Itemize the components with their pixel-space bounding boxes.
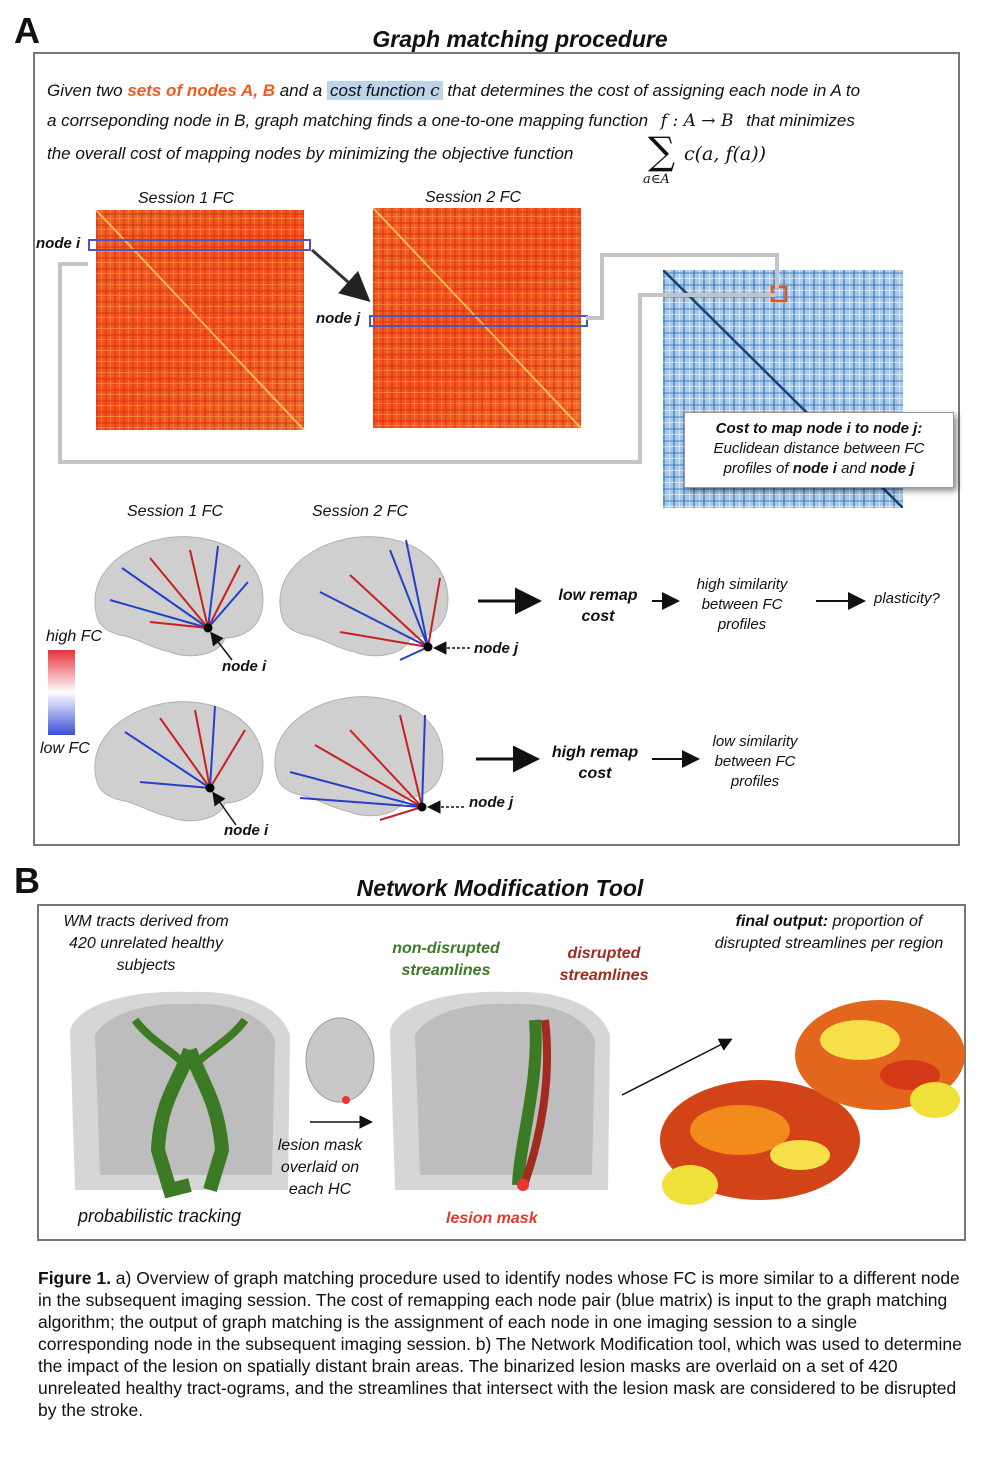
cost-box-line3-pre: profiles of [723,460,793,477]
coronal-slice-lesion [390,991,610,1191]
figure-label: Figure 1. [38,1268,111,1288]
panel-b-letter: B [14,860,40,901]
matrix-connectors [58,248,779,464]
brain-row2-node-j: node j [469,794,514,811]
non-disrupted-streamlines-label: non-disrupted streamlines [392,940,500,979]
final-output-rest: proportion of disrupted streamlines per … [714,913,944,952]
node-j-row-highlight [369,315,588,327]
high-remap-cost-label: high remap cost [551,744,639,782]
cost-definition-box: Cost to map node i to node j: Euclidean … [684,412,954,488]
colorbar-high-label: high FC [46,628,103,645]
intro-l2-pre: a corrseponding node in B, graph matchin… [47,111,649,130]
colorbar-low-label: low FC [40,740,90,757]
low-similarity-label: low similarity between FC profiles [712,733,798,790]
cost-box-node-j: node j [870,460,915,477]
panel-b-illustrations [70,991,965,1205]
cost-box-line3: profiles of node i and node j [689,459,949,479]
brain-row2-session1 [94,701,264,822]
brain-row2-session2 [274,696,444,821]
sets-of-nodes-text: sets of nodes A, B [127,81,275,100]
brain-row1-session2 [279,536,449,661]
sum-subscript: a∈A [643,172,670,187]
cost-function-symbol: c [430,81,440,101]
plasticity-label: plasticity? [874,590,940,607]
intro-line-1: Given two sets of nodes A, B and a cost … [47,75,957,107]
panel-b-title: Network Modification Tool [356,875,644,901]
brain-row2-node-i: node i [224,822,269,839]
brain-row1-session1 [94,536,264,657]
high-similarity-label: high similarity between FC profiles [696,576,788,633]
session-1-fc-matrix [96,210,304,430]
brain-session-2-label: Session 2 FC [312,503,409,520]
cost-box-line2: Euclidean distance between FC [713,440,925,457]
session-1-fc-label: Session 1 FC [138,190,235,207]
node-j-label: node j [316,310,361,327]
panel-a-frame [33,52,960,846]
sum-expression: c(a, f(a)) [684,143,767,165]
probabilistic-tracking-label: probabilistic tracking [78,1206,242,1226]
region-output-brain-front [660,1080,860,1205]
cost-function-text: cost function [329,81,431,100]
node-i-row-highlight [88,239,311,251]
intro-l2-post: that minimizes [746,111,855,130]
sum-symbol: ∑ [648,129,676,173]
caption-text: a) Overview of graph matching procedure … [38,1268,962,1420]
cost-box-title: Cost to map node i to node j: [715,420,923,437]
intro-l1-pre: Given two [47,81,128,100]
wm-tracts-text: WM tracts derived from 420 unrelated hea… [63,913,229,974]
intro-line-3: the overall cost of mapping nodes by min… [47,144,574,163]
intro-l1-post: that determines the cost of assigning ea… [442,81,861,100]
brain-connectivity-illustrations [48,536,866,826]
region-output-brain-back [795,1000,965,1118]
final-output-text: final output: proportion of disrupted st… [704,911,954,955]
brain-session-1-label: Session 1 FC [127,503,224,520]
coronal-slice-tracking [70,991,290,1199]
cost-box-node-i: node i [792,460,837,477]
brain-row1-node-j: node j [474,640,519,657]
session-2-fc-matrix [373,208,581,428]
cost-box-and: and [836,460,871,477]
disrupted-streamlines-label: disrupted streamlines [559,945,649,984]
intro-line-2: a corrseponding node in B, graph matchin… [47,105,957,137]
panel-a-title: Graph matching procedure [372,26,668,52]
low-remap-cost-label: low remap cost [558,587,638,625]
mapping-function-math: f : A → B [660,111,734,131]
figure-caption: Figure 1. a) Overview of graph matching … [38,1267,966,1421]
lesion-mask-label: lesion mask [446,1210,538,1227]
intro-l1-mid: and a [274,81,327,100]
final-output-bold: final output: [735,913,829,930]
panel-b-frame [37,904,966,1241]
panel-a-letter: A [14,10,40,51]
brain-row1-node-i: node i [222,658,267,675]
cost-function-highlight: cost function c [326,81,443,101]
small-coronal-slice [305,1017,375,1104]
fc-colorbar [48,650,75,735]
session-2-fc-label: Session 2 FC [425,189,522,206]
lesion-overlay-text: lesion mask overlaid on each HC [277,1137,363,1198]
node-i-label: node i [36,235,81,252]
